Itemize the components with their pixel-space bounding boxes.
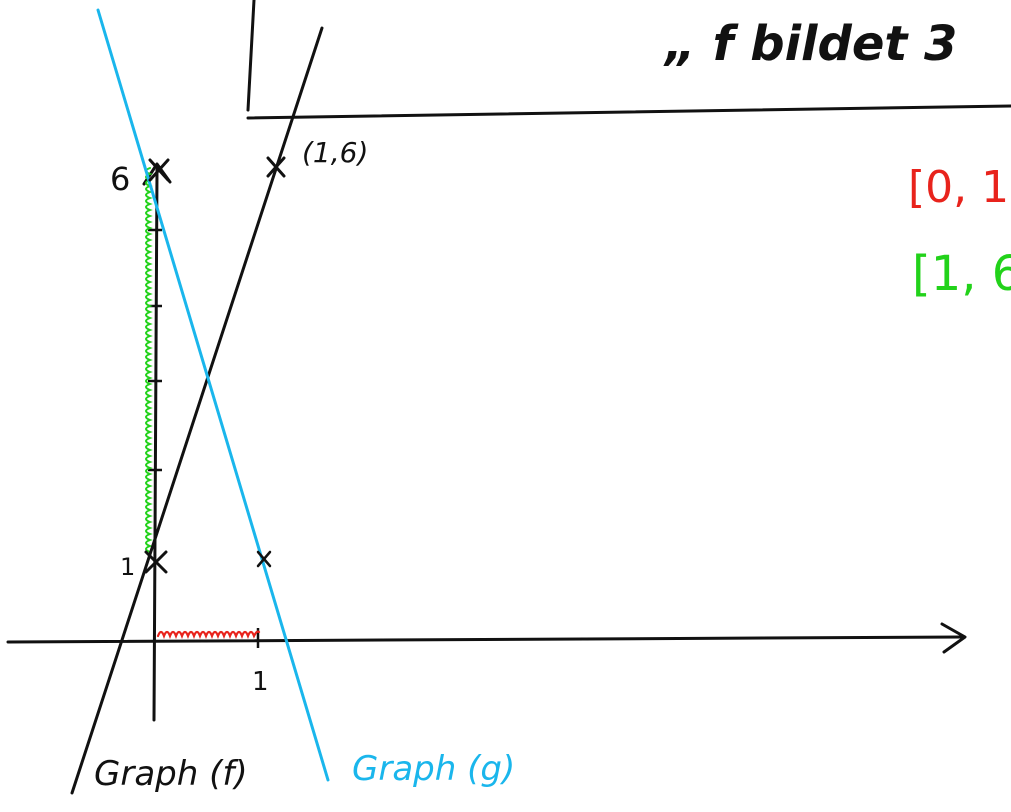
header-text: „ f bildet 3 bbox=[663, 16, 957, 72]
y-axis bbox=[152, 168, 159, 722]
y-tick-label-6: 6 bbox=[110, 160, 130, 198]
x-axis bbox=[6, 635, 964, 644]
graph-f-label: Graph (f) bbox=[94, 754, 248, 794]
graph-g-label: Graph (g) bbox=[352, 749, 515, 789]
point-marker-0-1 bbox=[144, 550, 168, 574]
point-marker-0-6 bbox=[148, 158, 170, 182]
red-interval-squiggle bbox=[156, 630, 261, 640]
point-marker-1-1 bbox=[256, 550, 272, 568]
interval-red-label: [0, 1] bbox=[908, 162, 1011, 213]
graph-g-line bbox=[96, 8, 330, 782]
x-axis-arrowhead bbox=[940, 622, 967, 654]
y-tick-label-1: 1 bbox=[120, 553, 135, 581]
interval-green-label: [1, 6] bbox=[912, 246, 1011, 302]
header-box-left-edge bbox=[246, 0, 256, 112]
graph-f-line bbox=[70, 26, 324, 795]
x-tick-label-1: 1 bbox=[252, 667, 269, 697]
point-label-1-6: (1,6) bbox=[302, 136, 368, 169]
header-box-bottom-edge bbox=[246, 104, 1011, 120]
point-marker-1-6 bbox=[266, 156, 286, 178]
green-interval-squiggle bbox=[145, 167, 153, 553]
